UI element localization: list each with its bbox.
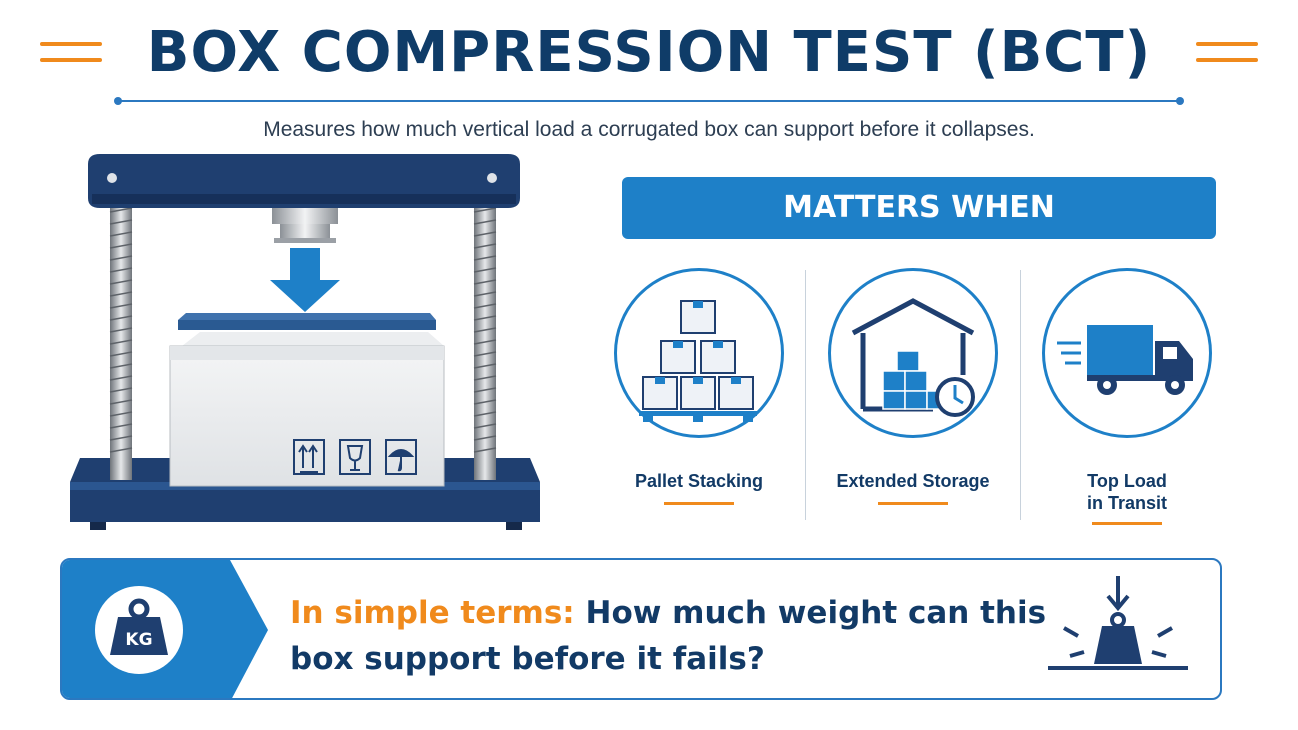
use-case-label-line-2: in Transit: [1086, 493, 1167, 513]
use-case-pallet-stacking: Pallet Stacking: [614, 268, 784, 505]
pressure-weight-icon: [1048, 576, 1188, 686]
press-svg: [70, 154, 540, 530]
orange-underline: [664, 502, 734, 505]
kg-weight-icon: KG: [94, 585, 184, 675]
right-threaded-rod: [473, 202, 497, 480]
use-case-label: Top Load in Transit: [1042, 470, 1212, 514]
simple-terms-lead: In simple terms:: [290, 595, 575, 631]
left-threaded-rod: [109, 202, 133, 480]
matters-when-heading: MATTERS WHEN: [622, 177, 1216, 239]
use-case-label: Pallet Stacking: [634, 471, 764, 491]
column-divider-2: [1020, 270, 1021, 520]
kg-label: KG: [125, 630, 152, 650]
title-rule: [114, 97, 1184, 105]
page-title: BOX COMPRESSION TEST (BCT): [146, 20, 1152, 85]
use-case-label-line-1: Top Load: [1087, 471, 1167, 491]
orange-underline: [1092, 522, 1162, 525]
simple-terms-panel: KG In simple terms: How much weight can …: [60, 558, 1222, 700]
use-case-extended-storage: Extended Storage: [828, 268, 998, 505]
down-arrow-icon: [270, 248, 340, 312]
simple-terms-text: In simple terms: How much weight can thi…: [290, 590, 1050, 682]
title-left-dashes: [40, 42, 102, 74]
title-row: BOX COMPRESSION TEST (BCT): [0, 14, 1298, 104]
simple-terms-question: How much weight can this box support bef…: [290, 595, 1047, 677]
warehouse-clock-icon: [828, 268, 998, 438]
pallet-boxes-icon: [614, 268, 784, 438]
title-right-dashes: [1196, 42, 1258, 74]
orange-underline: [878, 502, 948, 505]
use-case-top-load-transit: Top Load in Transit: [1042, 268, 1212, 525]
corrugated-box: [169, 332, 445, 487]
compression-press-illustration: [60, 150, 550, 535]
use-case-label: Extended Storage: [836, 471, 990, 491]
subtitle: Measures how much vertical load a corrug…: [263, 118, 1035, 141]
column-divider-1: [805, 270, 806, 520]
delivery-truck-icon: [1042, 268, 1212, 438]
